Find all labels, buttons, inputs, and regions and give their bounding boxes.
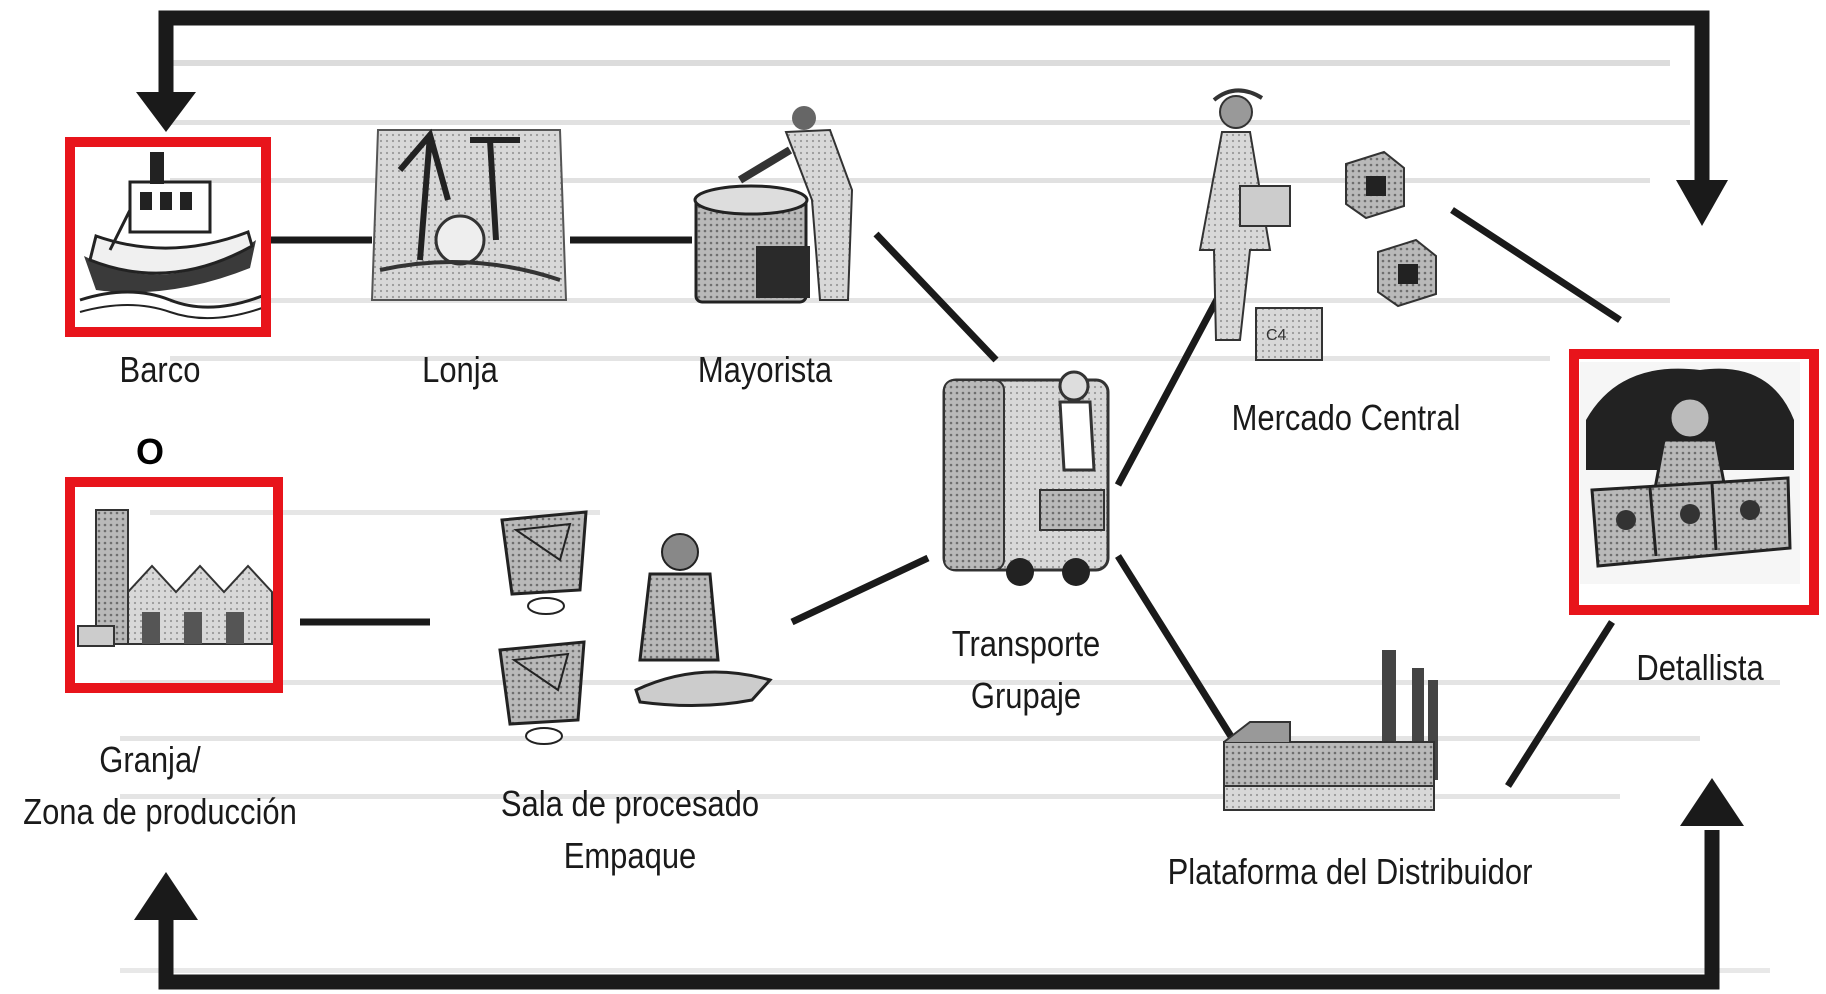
line-mercado-detallista <box>1450 207 1622 323</box>
arrow-up-to-detallista-icon <box>1680 778 1744 826</box>
line-mayorista-transporte <box>873 231 999 363</box>
retailer-icon <box>1580 362 1800 584</box>
label-plataforma: Plataforma del Distribuidor <box>1167 851 1533 892</box>
fish-market-icon <box>370 128 568 301</box>
svg-text:C4: C4 <box>1266 327 1287 344</box>
label-transporte: Transporte <box>951 623 1101 664</box>
distributor-platform-icon <box>1223 650 1438 811</box>
arrow-up-to-granja-icon <box>134 872 198 920</box>
bottom-return-line <box>158 830 1720 990</box>
label-granja: Granja/ <box>99 739 201 780</box>
label-grupaje: Grupaje <box>970 675 1082 716</box>
highlight-boxes <box>65 137 1819 693</box>
line-plataforma-detallista <box>1505 620 1615 788</box>
or-label: O <box>136 431 165 472</box>
wholesaler-icon <box>693 106 854 304</box>
label-sala-procesado: Sala de procesado <box>500 783 760 824</box>
boat-icon <box>79 152 263 320</box>
highlight-granja <box>65 477 283 693</box>
label-barco: Barco <box>119 349 201 390</box>
line-mercado-transporte <box>1114 288 1226 487</box>
central-market-icon: C4 <box>1198 88 1437 361</box>
processing-room-icon <box>498 510 773 745</box>
line-sala-transporte <box>790 554 930 626</box>
label-mayorista: Mayorista <box>697 349 833 390</box>
arrow-down-to-detallista-icon <box>1676 180 1728 226</box>
factory-icon <box>77 509 273 647</box>
highlight-detallista <box>1569 349 1819 615</box>
line-transporte-plataforma <box>1115 554 1235 740</box>
label-detallista: Detallista <box>1636 647 1764 688</box>
connectors <box>262 207 1622 788</box>
label-empaque: Empaque <box>563 835 697 876</box>
arrowheads <box>134 92 1744 920</box>
background-ghost-text <box>120 60 1780 973</box>
top-return-line <box>158 10 1710 190</box>
forklift-icon <box>942 370 1110 586</box>
label-mercado-central: Mercado Central <box>1231 397 1461 438</box>
label-zona-produccion: Zona de producción <box>23 791 297 832</box>
arrow-down-to-barco-icon <box>136 92 196 132</box>
label-lonja: Lonja <box>422 349 498 390</box>
outer-flow-arrows <box>158 10 1720 990</box>
highlight-barco <box>65 137 271 337</box>
